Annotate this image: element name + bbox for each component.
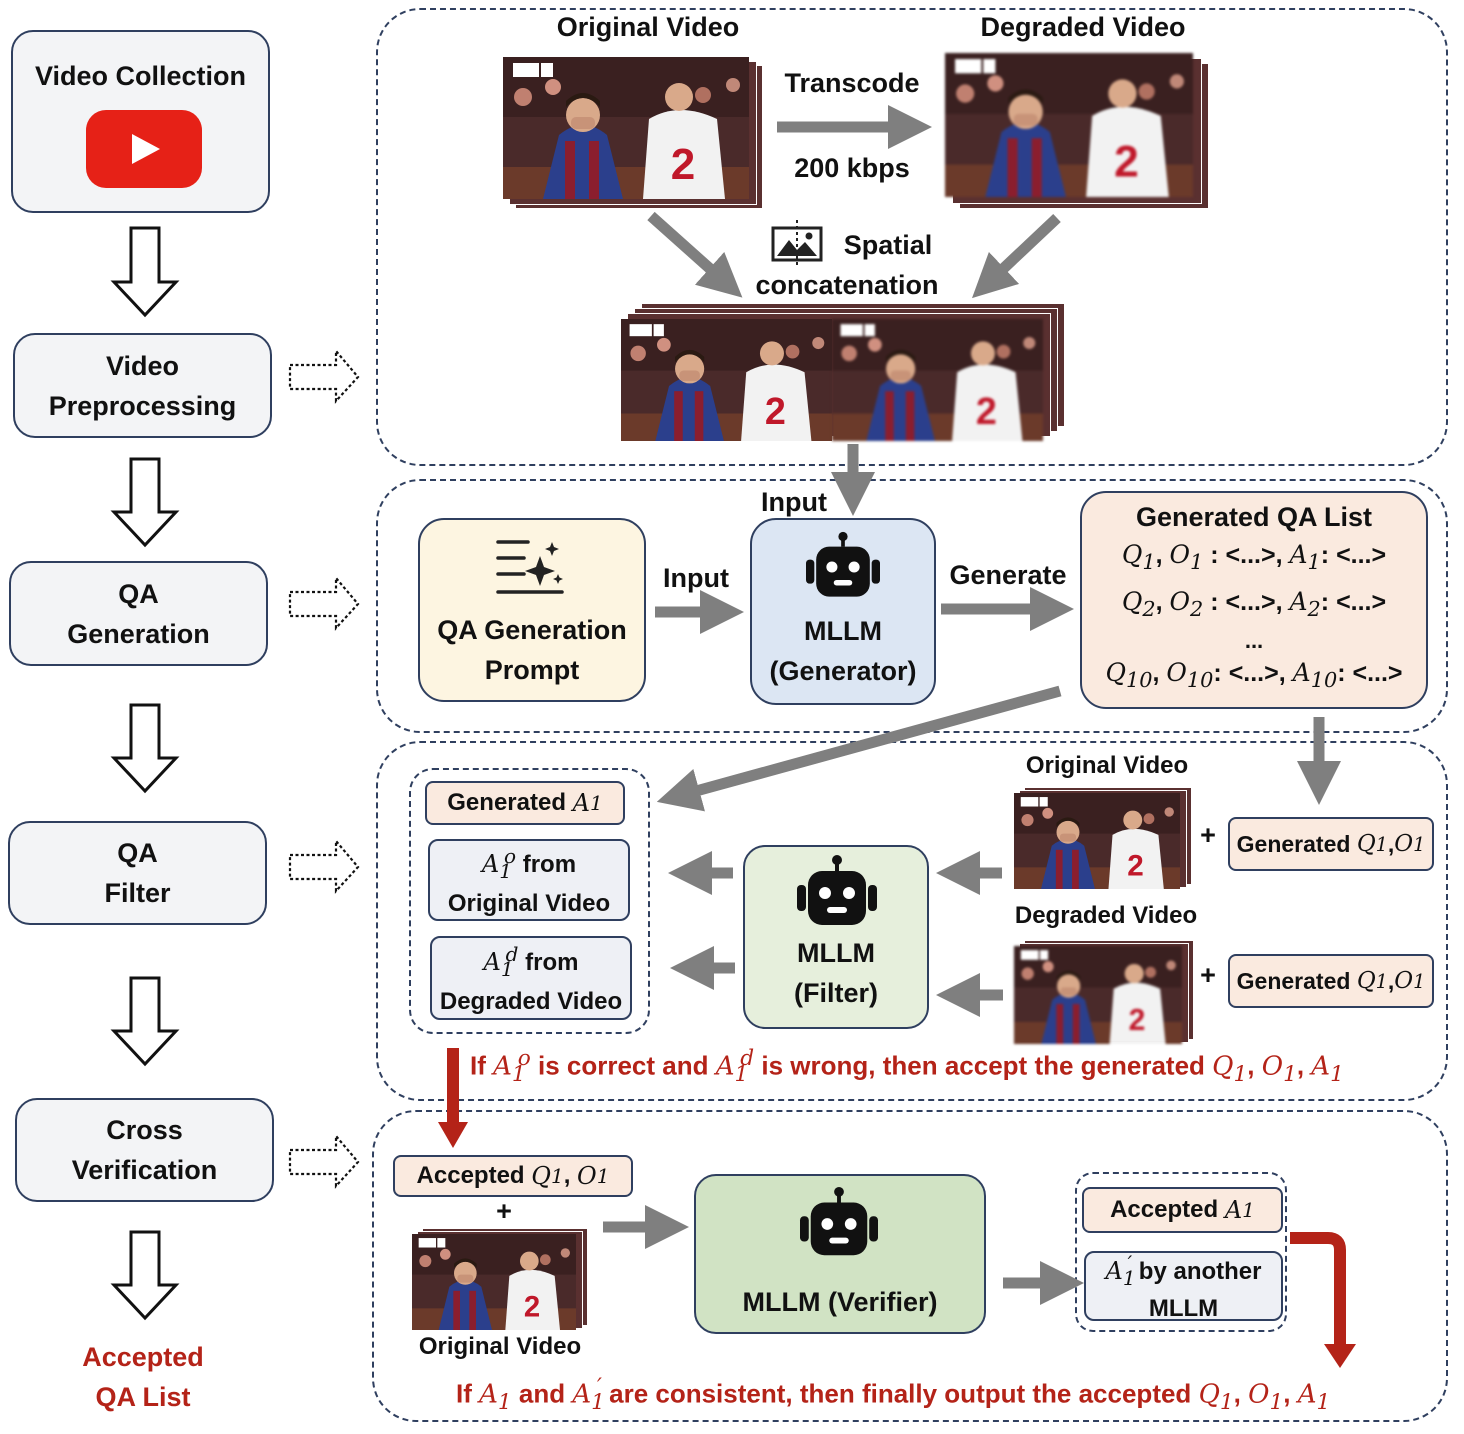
- concatenated-video-thumbnail: 2 2: [621, 303, 1065, 441]
- video-frame-image: 2: [503, 57, 749, 199]
- plus-sign: +: [1200, 820, 1216, 850]
- red-arrow-output: [1290, 1232, 1356, 1368]
- stage-cross-verification-label: Cross Verification: [71, 1115, 218, 1185]
- svg-text:2: 2: [524, 1290, 540, 1323]
- filter-original-video-thumbnail: 2: [1014, 787, 1192, 889]
- qa-row-10: Q10, O10: <...>, A10: <...>: [1105, 658, 1403, 692]
- spatial-concat-icon: [769, 218, 825, 266]
- stage-qa-filter: QA Filter: [8, 821, 267, 925]
- spatial-label: Spatial: [843, 230, 933, 260]
- transcode-label: Transcode: [784, 68, 920, 98]
- svg-text:2: 2: [765, 391, 786, 433]
- qa-list-title: Generated QA List: [1135, 502, 1373, 532]
- original-video-title: Original Video: [556, 12, 740, 42]
- filter-line1: MLLM: [797, 938, 875, 968]
- stage-cross-verification: Cross Verification: [15, 1098, 274, 1202]
- input-label-top: Input: [761, 487, 827, 517]
- plus-sign: +: [1200, 960, 1216, 990]
- svg-text:2: 2: [671, 140, 695, 189]
- filter-acceptance-rule: If A1o is correct and A1d is wrong, then…: [470, 1046, 1344, 1087]
- stage-qa-generation-label: QA Generation: [67, 578, 210, 649]
- stage-video-preprocessing-label: Video Preprocessing: [48, 350, 237, 421]
- filter-degraded-video-thumbnail: 2: [1014, 940, 1194, 1044]
- youtube-play-icon: [86, 110, 202, 188]
- filter-line2: (Filter): [794, 978, 878, 1008]
- input-label-side: Input: [663, 563, 729, 593]
- video-frame-image: 2: [1014, 793, 1180, 889]
- original-video-thumbnail: 2: [503, 57, 763, 209]
- robot-icon: [794, 853, 880, 933]
- qa-ellipsis: ...: [1244, 628, 1264, 653]
- video-frame-image: 2: [621, 319, 832, 441]
- sparkle-list-icon: [494, 536, 566, 600]
- filter-original-video-label: Original Video: [1025, 752, 1189, 779]
- verifier-label: MLLM (Verifier): [742, 1287, 938, 1317]
- a1-degraded-answer-box: A1d from Degraded Video: [430, 936, 632, 1020]
- block-arrow-down-icon: [110, 226, 180, 1321]
- dotted-arrow-right-icon: [288, 347, 360, 1189]
- qa-generation-prompt-box: QA Generation Prompt: [418, 518, 646, 702]
- verification-output-rule: If A1 and A1′ are consistent, then final…: [456, 1374, 1331, 1415]
- stage-qa-generation: QA Generation: [9, 561, 268, 666]
- verification-original-video-thumbnail: 2: [412, 1228, 588, 1330]
- svg-text:2: 2: [976, 391, 997, 433]
- stage-video-collection-label: Video Collection: [34, 61, 247, 91]
- generate-label: Generate: [949, 560, 1067, 590]
- stage-video-preprocessing: Video Preprocessing: [13, 333, 272, 438]
- panel-preprocessing: [376, 8, 1448, 466]
- panel-verification: [372, 1110, 1448, 1422]
- prompt-line1: QA Generation: [437, 615, 627, 645]
- a1-original-answer-box: A1o from Original Video: [428, 839, 630, 921]
- generated-qa-list-box: Generated QA List Q1, O1 : <...>, A1: <.…: [1080, 491, 1428, 709]
- a1-prime-box: A1′ by another MLLM: [1084, 1251, 1283, 1322]
- generator-line2: (Generator): [769, 656, 917, 686]
- bitrate-label: 200 kbps: [794, 153, 910, 183]
- concatenation-label: concatenation: [755, 270, 939, 300]
- robot-icon: [800, 530, 886, 604]
- stage-qa-filter-label: QA Filter: [104, 838, 171, 908]
- video-frame-image: 2: [412, 1234, 576, 1330]
- svg-text:2: 2: [1129, 1004, 1146, 1037]
- video-frame-image: 2: [945, 53, 1193, 197]
- filter-answers-group: [409, 768, 650, 1034]
- panel-filter: [376, 741, 1448, 1101]
- svg-text:2: 2: [1114, 138, 1139, 187]
- red-arrow-down: [438, 1048, 468, 1148]
- stage-accepted-qa-list: Accepted QA List: [82, 1342, 204, 1412]
- robot-icon: [796, 1185, 882, 1263]
- svg-text:2: 2: [1127, 849, 1144, 882]
- video-frame-image: 2: [1014, 946, 1182, 1044]
- filter-degraded-video-label: Degraded Video: [1014, 902, 1198, 929]
- qa-row-2: Q2, O2 : <...>, A2: <...>: [1121, 587, 1387, 621]
- generator-line1: MLLM: [804, 616, 882, 646]
- prompt-line2: Prompt: [484, 655, 580, 685]
- verification-answers-group: [1075, 1172, 1287, 1332]
- qa-row-1: Q1, O1 : <...>, A1: <...>: [1121, 540, 1387, 574]
- degraded-video-title: Degraded Video: [980, 12, 1186, 42]
- verification-plus-sign: +: [496, 1196, 512, 1226]
- video-frame-image: 2: [832, 319, 1043, 441]
- mllm-generator-box: MLLM (Generator): [750, 518, 936, 705]
- degraded-video-thumbnail: 2: [945, 53, 1209, 209]
- verification-original-video-label: Original Video: [418, 1333, 582, 1360]
- mllm-filter-box: MLLM (Filter): [743, 845, 929, 1029]
